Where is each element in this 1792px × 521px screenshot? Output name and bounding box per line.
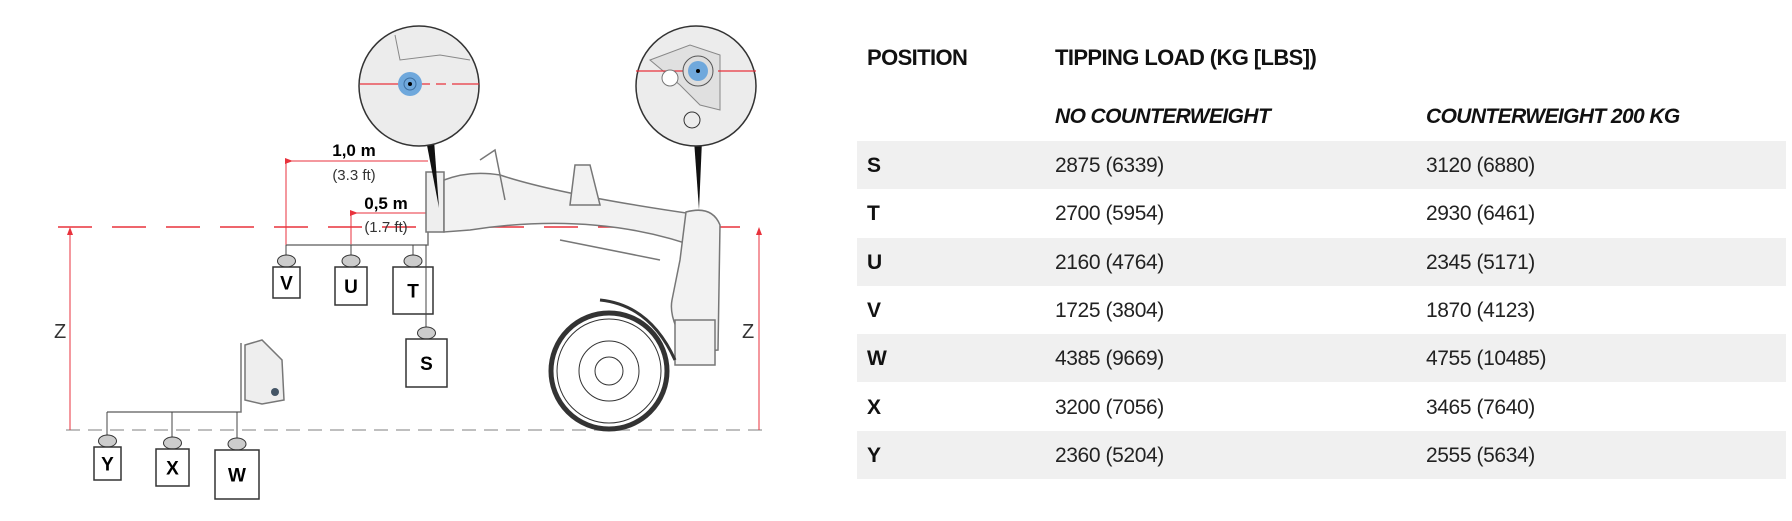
wheel [548, 298, 677, 432]
subheader-no-counterweight: NO COUNTERWEIGHT [1055, 105, 1271, 128]
upper-fork [286, 171, 445, 246]
weight-label: U [344, 277, 358, 298]
table-row: S 2875 (6339) 3120 (6880) [857, 141, 1786, 189]
position-cell: S [867, 154, 881, 177]
weight-t: T [392, 245, 434, 315]
counterweight-cell: 2345 (5171) [1426, 250, 1535, 274]
magnifier-boom-pivot [635, 25, 757, 210]
no-counterweight-cell: 2360 (5204) [1055, 443, 1164, 467]
counterweight-cell: 4755 (10485) [1426, 347, 1547, 371]
weight-x: X [155, 412, 190, 487]
counterweight-cell: 3120 (6880) [1426, 154, 1535, 177]
dim-short-imperial: (1.7 ft) [364, 219, 407, 236]
no-counterweight-cell: 1725 (3804) [1055, 298, 1164, 322]
height-label-left: Z [54, 321, 66, 343]
no-counterweight-cell: 2875 (6339) [1055, 154, 1164, 177]
weight-label: W [228, 466, 246, 487]
counterweight-cell: 3465 (7640) [1426, 395, 1535, 419]
position-cell: U [867, 250, 882, 274]
weight-label: Y [101, 455, 114, 476]
weight-u: U [334, 245, 368, 306]
weight-label: T [407, 282, 419, 303]
table-row: U 2160 (4764) 2345 (5171) [857, 237, 1786, 286]
subheader-counterweight: COUNTERWEIGHT 200 KG [1426, 105, 1680, 128]
dim-long-imperial: (3.3 ft) [332, 167, 375, 184]
position-cell: T [867, 202, 880, 226]
position-cell: Y [867, 443, 881, 467]
counterweight-cell: 2930 (6461) [1426, 202, 1535, 226]
no-counterweight-cell: 2160 (4764) [1055, 250, 1164, 274]
table-row: Y 2360 (5204) 2555 (5634) [857, 430, 1786, 479]
weight-w: W [214, 412, 260, 500]
position-cell: V [867, 298, 881, 322]
tipping-load-diagram: Z Z 1,0 m (3.3 ft) 0,5 m (1.7 ft) [54, 25, 768, 500]
table-row: W 4385 (9669) 4755 (10485) [857, 334, 1786, 383]
header-position: POSITION [867, 45, 968, 70]
dim-short-metric: 0,5 m [364, 194, 407, 213]
no-counterweight-cell: 2700 (5954) [1055, 202, 1164, 226]
position-cell: X [867, 395, 881, 419]
no-counterweight-cell: 3200 (7056) [1055, 395, 1164, 419]
weight-v: V [272, 245, 301, 299]
weight-label: S [420, 354, 433, 375]
no-counterweight-cell: 4385 (9669) [1055, 347, 1164, 371]
dim-long-metric: 1,0 m [332, 141, 375, 160]
table-row: X 3200 (7056) 3465 (7640) [857, 383, 1786, 431]
table-row: T 2700 (5954) 2930 (6461) [857, 189, 1786, 237]
header-tipping-load: TIPPING LOAD (KG [LBS]) [1055, 45, 1317, 70]
weight-label: V [280, 274, 293, 295]
counterweight-cell: 1870 (4123) [1426, 298, 1535, 322]
weight-y: Y [93, 412, 122, 481]
height-label-right: Z [742, 321, 754, 343]
counterweight-cell: 2555 (5634) [1426, 443, 1535, 467]
magnifier-fork-pivot [358, 25, 480, 208]
lower-fork [107, 339, 285, 413]
loader-machine [443, 148, 721, 366]
position-cell: W [867, 347, 887, 371]
table-row: V 1725 (3804) 1870 (4123) [857, 286, 1786, 334]
weight-s: S [405, 245, 448, 388]
weight-label: X [166, 459, 179, 480]
